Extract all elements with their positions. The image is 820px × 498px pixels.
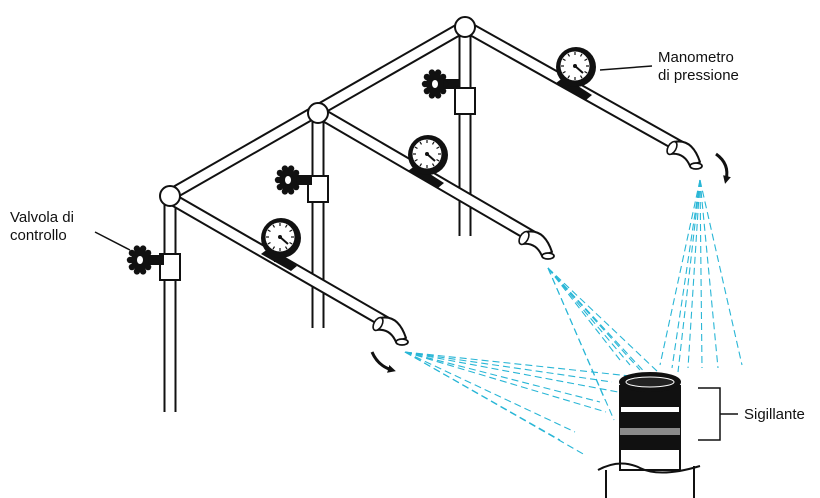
sealant-band	[620, 428, 680, 435]
sealant-sample-cylinder	[597, 372, 701, 498]
label-pressure-gauge-line1: Manometro	[658, 49, 734, 66]
spray-jet-line	[404, 351, 601, 403]
valve-wheel-icon	[126, 245, 154, 275]
sealant-cap-band-low	[620, 435, 680, 450]
water-spray-jets	[404, 179, 743, 456]
control-valve	[126, 245, 164, 275]
spray-jet-line	[404, 351, 576, 433]
pressure-gauges	[261, 47, 596, 271]
control-valves	[126, 69, 459, 275]
spray-jet-line	[687, 179, 701, 369]
spray-jet-line	[404, 351, 619, 393]
spray-jet-line	[547, 267, 621, 361]
spray-nozzle-icon	[372, 316, 409, 346]
spray-jet-line	[699, 179, 703, 369]
control-valve	[274, 165, 312, 195]
elbow-joint-left	[159, 185, 181, 207]
control-valve	[421, 69, 459, 99]
spray-nozzle-icon	[666, 140, 703, 170]
spray-jet-line	[404, 351, 631, 377]
label-control-valve-line2: controllo	[10, 227, 67, 244]
spray-jet-line	[547, 267, 631, 366]
sealant-cylinder-cut-edge	[597, 462, 701, 474]
spray-jet-line	[699, 179, 719, 369]
spray-jet-line	[659, 179, 701, 366]
spray-jet-line	[699, 179, 743, 366]
rotation-arrow-icon	[370, 351, 396, 373]
pressure-gauge-icon	[261, 218, 301, 271]
post-coupling-left	[159, 253, 181, 281]
label-pressure-gauge-line2: di pressione	[658, 67, 739, 84]
spray-nozzle-icon	[518, 230, 555, 260]
spray-jet-line	[677, 179, 701, 373]
spray-jet-line	[547, 267, 641, 371]
valve-wheel-icon	[274, 165, 302, 195]
spray-jet-line	[404, 351, 561, 441]
spray-jet-line	[547, 267, 615, 421]
spray-jet-line	[547, 267, 651, 379]
spray-jet-line	[404, 351, 613, 383]
post-coupling-right	[454, 87, 476, 115]
label-control-valve-line1: Valvola di	[10, 209, 74, 226]
label-sealant: Sigillante	[744, 406, 805, 423]
spray-jet-line	[547, 267, 659, 373]
annotation-pressure-gauge: Manometro di pressione	[599, 49, 739, 84]
sealant-cap-band-mid	[620, 412, 680, 428]
spray-jet-line	[671, 179, 701, 369]
spray-nozzles	[372, 140, 703, 346]
rotation-arrows	[370, 152, 731, 373]
annotation-sealant: Sigillante	[698, 387, 805, 441]
rotation-arrow-icon	[715, 152, 731, 184]
pipe-frame	[159, 16, 690, 412]
spray-jet-line	[404, 351, 607, 413]
elbow-joint-right	[454, 16, 476, 38]
annotation-control-valve: Valvola di controllo	[10, 209, 131, 251]
post-coupling-middle	[307, 175, 329, 203]
pressure-gauge-icon	[556, 47, 596, 100]
tee-joint-middle	[307, 102, 329, 124]
pressure-gauge-icon	[408, 135, 448, 188]
valve-wheel-icon	[421, 69, 449, 99]
